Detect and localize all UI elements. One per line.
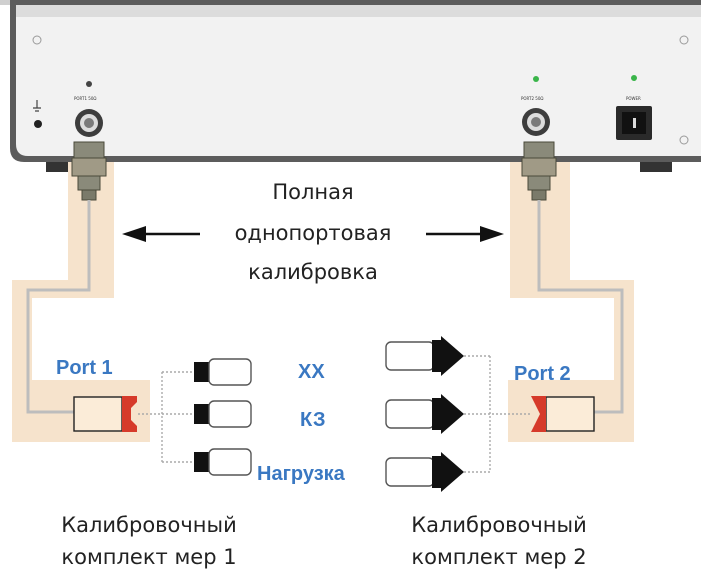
kit2-caption-line2: комплект мер 2: [411, 545, 587, 569]
port1-label: Port 1: [56, 357, 113, 379]
load-standard-label: Нагрузка: [257, 463, 345, 485]
cable-port1: [26, 200, 91, 414]
port2-panel-label: PORT2 50Ω: [521, 96, 544, 101]
calibration-caption-line3: калибровка: [248, 260, 378, 284]
arrow-right: [426, 226, 504, 242]
port2-dut-connector: [531, 396, 595, 432]
short-standard-label: КЗ: [300, 409, 326, 431]
kit1-short-standard: [194, 400, 252, 428]
port1-connector: [75, 81, 103, 137]
port2-adapter: [521, 141, 557, 201]
instrument-panel: [0, 0, 701, 172]
kit1-caption-line2: комплект мер 1: [61, 545, 237, 569]
port2-connector: [522, 76, 550, 136]
power-switch: [616, 75, 652, 140]
kit2-open-standard: [385, 336, 464, 376]
cable-port2: [537, 200, 624, 414]
kit2-short-standard: [385, 394, 464, 434]
port1-panel-label: PORT1 50Ω: [74, 96, 97, 101]
port2-label: Port 2: [514, 363, 571, 385]
kit2-caption-line1: Калибровочный: [411, 513, 587, 537]
kit1-load-standard: [194, 448, 252, 476]
arrow-left: [122, 226, 200, 242]
calibration-caption-line1: Полная: [272, 180, 354, 204]
open-standard-label: XX: [298, 361, 325, 383]
kit1-wiring: [138, 371, 192, 463]
port1-dut-connector: [73, 396, 137, 432]
power-panel-label: POWER: [626, 96, 641, 101]
kit1-caption-line1: Калибровочный: [61, 513, 237, 537]
kit1-open-standard: [194, 358, 252, 386]
calibration-caption-line2: однопортовая: [234, 221, 392, 245]
kit2-load-standard: [385, 452, 464, 492]
kit2-wiring: [464, 355, 531, 473]
ground-terminal: [33, 100, 42, 128]
